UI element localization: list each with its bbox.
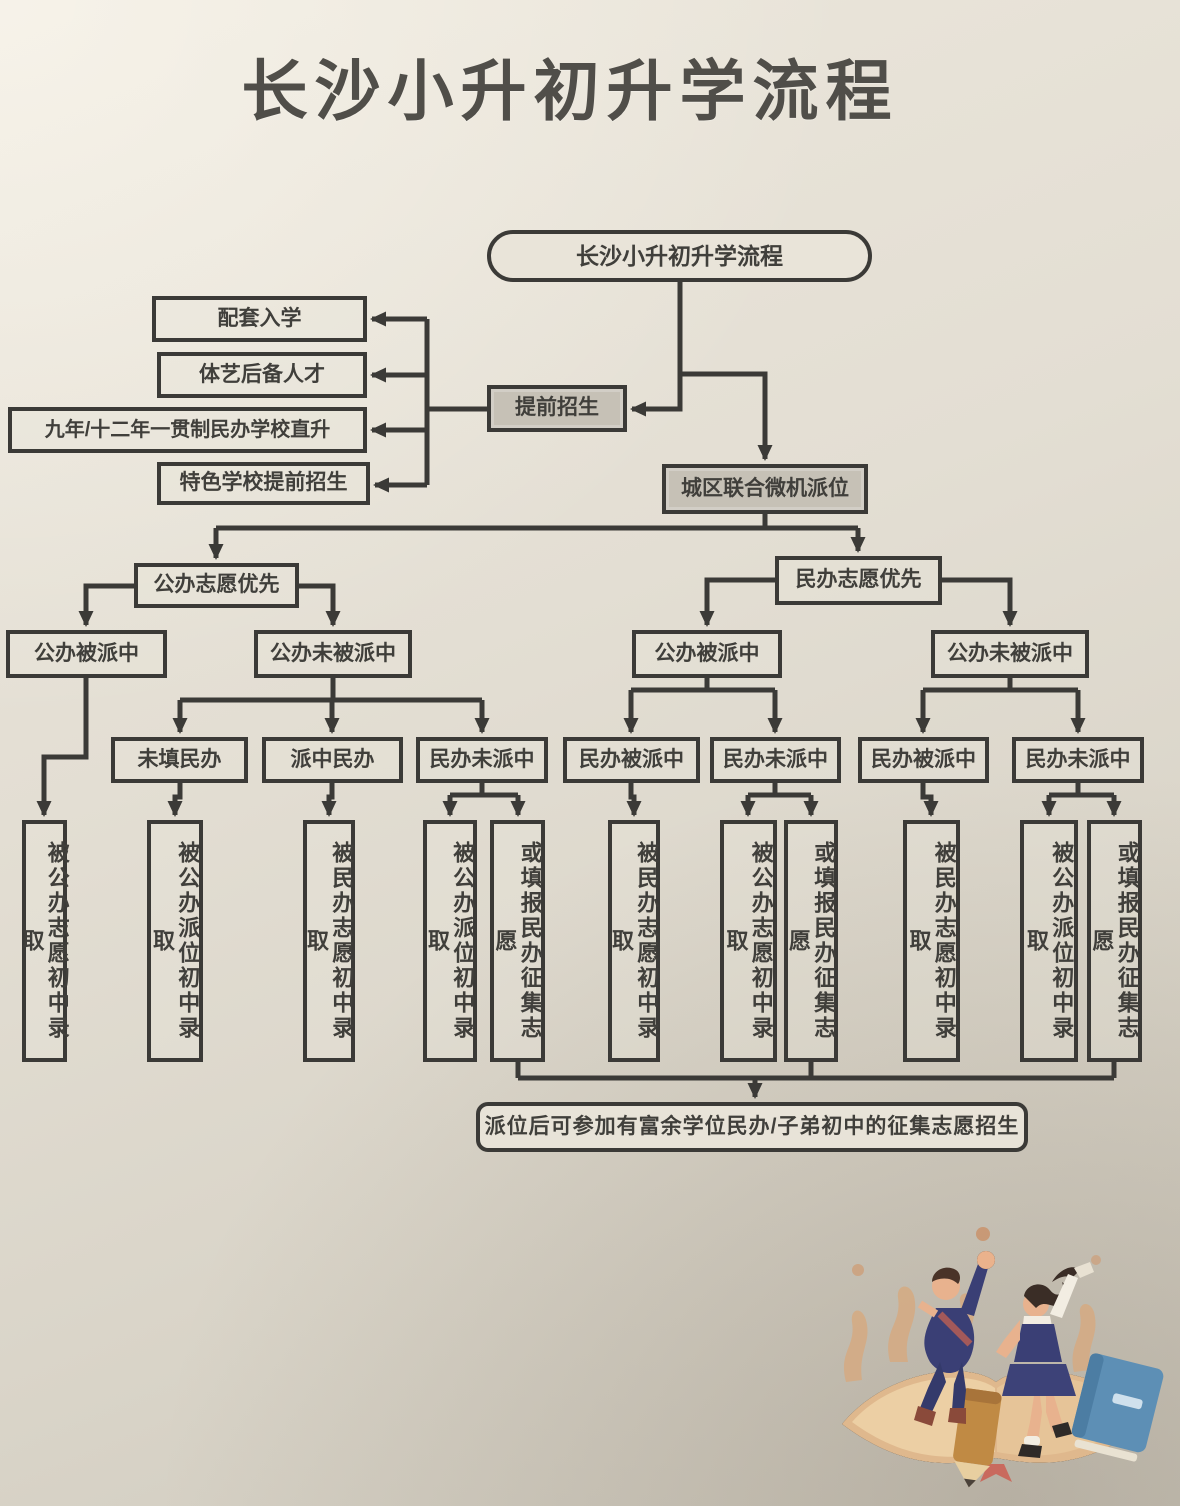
outcome-public-lottery-admitted-3: 被公办派位初中录取 [1020,820,1078,1062]
node-mf-public-assigned: 公办被派中 [632,630,782,678]
node-mf-pu-private-assigned: 民办被派中 [858,737,989,783]
node-mf-pu-private-unassigned: 民办未派中 [1012,737,1144,783]
poster-title: 长沙小升初升学流程 [241,54,899,128]
node-pf-public-assigned: 公办被派中 [6,630,167,678]
node-sports-arts-talent: 体艺后备人才 [157,352,367,398]
footer-supplement-note: 派位后可参加有富余学位民办/子弟初中的征集志愿招生 [476,1102,1028,1152]
node-special-school-early: 特色学校提前招生 [157,462,370,505]
node-mf-pa-private-assigned: 民办被派中 [563,737,700,783]
jumping-girl-student [996,1262,1094,1458]
blue-book [1071,1353,1164,1462]
outcome-private-choice-admitted-2: 被民办志愿初中录取 [608,820,660,1062]
node-private-assigned: 派中民办 [262,737,403,783]
pencil [953,1388,1002,1488]
confetti-dots [852,1227,1101,1276]
node-root: 长沙小升初升学流程 [487,230,872,282]
node-public-first: 公办志愿优先 [134,563,299,608]
node-nine-twelve-year-direct: 九年/十二年一贯制民办学校直升 [8,407,367,453]
node-pf-public-unassigned: 公办未被派中 [254,630,412,678]
node-early-admission: 提前招生 [487,385,627,432]
outcome-private-choice-admitted-1: 被民办志愿初中录取 [303,820,355,1062]
outcome-public-lottery-admitted-2: 被公办派位初中录取 [423,820,477,1062]
node-private-unassigned: 民办未派中 [416,737,548,783]
outcome-private-choice-admitted-3: 被民办志愿初中录取 [903,820,960,1062]
node-mf-pa-private-unassigned: 民办未派中 [710,737,841,783]
outcome-private-supplement-3: 或填报民办征集志愿 [1087,820,1142,1062]
jumping-boy-student [914,1251,995,1426]
node-mf-public-unassigned: 公办未被派中 [931,630,1089,678]
node-private-first: 民办志愿优先 [775,556,942,605]
students-books-illustration [842,1227,1164,1488]
node-no-private-choice: 未填民办 [111,737,248,783]
outcome-public-choice-admitted-1: 被公办志愿初中录取 [20,820,70,1062]
outcome-public-choice-admitted-2: 被公办志愿初中录取 [720,820,777,1062]
node-matching-enrollment: 配套入学 [152,296,367,342]
node-district-computer-lottery: 城区联合微机派位 [662,464,868,514]
outcome-private-supplement-1: 或填报民办征集志愿 [490,820,545,1062]
outcome-private-supplement-2: 或填报民办征集志愿 [784,820,838,1062]
outcome-public-lottery-admitted-1: 被公办派位初中录取 [147,820,203,1062]
